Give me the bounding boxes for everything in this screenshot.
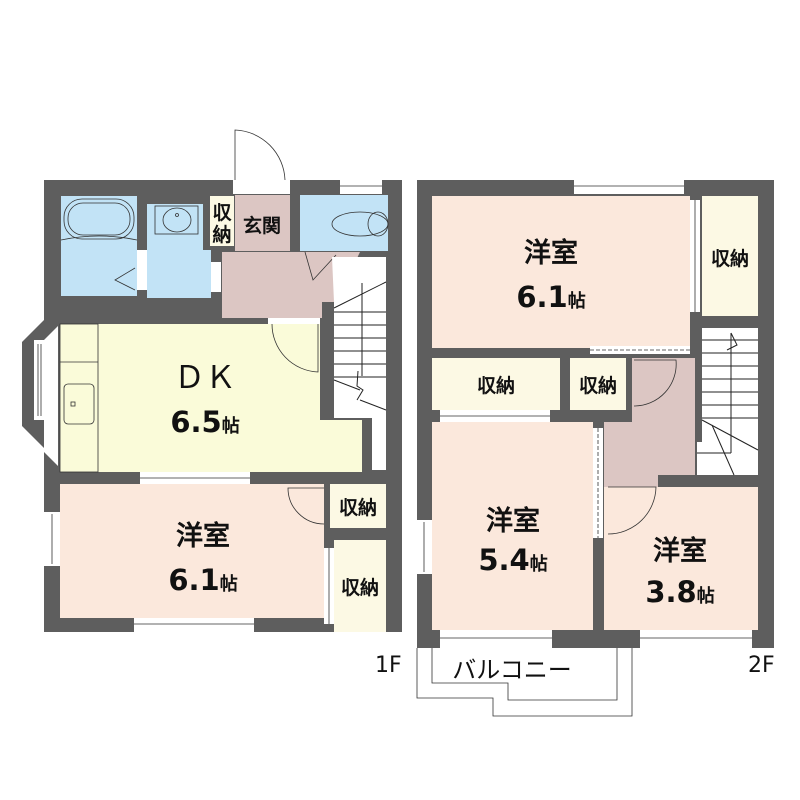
dk-door[interactable]	[271, 323, 319, 373]
hall	[222, 252, 360, 318]
stairs-2f[interactable]	[697, 328, 758, 475]
entrance-storage-label-2: 納	[212, 223, 231, 246]
western-room-1f	[60, 484, 324, 618]
bathtub-icon	[63, 198, 135, 240]
western-room-2f-se	[604, 487, 758, 630]
western-2f-north-label: 洋室	[524, 237, 578, 269]
stairs-lines	[333, 281, 387, 411]
entrance	[235, 195, 290, 251]
hall-2f	[604, 358, 695, 487]
western-2f-north-area: 6.1帖	[516, 280, 585, 314]
door-arrow-icon	[114, 267, 136, 291]
entrance-door[interactable]	[234, 129, 286, 181]
entrance-storage	[210, 196, 234, 246]
floor2-label: 2F	[748, 653, 775, 678]
stairs-2f-lines	[697, 332, 759, 476]
dining-kitchen	[60, 324, 362, 472]
dk-label: ＤＫ	[174, 360, 236, 396]
entrance-label: 玄関	[243, 214, 281, 237]
storage-2f-ne	[702, 196, 758, 316]
dk-area: 6.5帖	[170, 405, 239, 439]
storage-1f-lower	[334, 540, 386, 632]
storage-1f-upper	[330, 484, 386, 528]
western-room-2f-north	[432, 196, 690, 348]
toilet-room	[300, 195, 388, 251]
western-2f-se-label: 洋室	[653, 535, 707, 567]
floor1-label: 1F	[375, 653, 402, 678]
western-2f-sw-area: 5.4帖	[478, 543, 547, 577]
balcony-label: バルコニー	[452, 656, 572, 684]
western-2f-sw-window[interactable]	[440, 630, 552, 648]
western-2f-sw-label: 洋室	[486, 505, 540, 537]
washroom	[147, 204, 211, 298]
western-2f-sw-side-window[interactable]	[417, 520, 432, 574]
storage-2f-mid-left-label: 収納	[477, 374, 515, 397]
storage-2f-mid-right-door[interactable]	[633, 359, 677, 407]
western-1f-door[interactable]	[287, 487, 325, 525]
sink-icon	[162, 207, 192, 233]
western-1f-area: 6.1帖	[168, 563, 237, 597]
bath-door[interactable]	[137, 250, 147, 290]
western-2f-se-window[interactable]	[640, 630, 752, 648]
western-2f-se-area: 3.8帖	[645, 575, 714, 609]
floor-1: 収 納 玄関	[22, 129, 402, 678]
kitchen-counter	[59, 323, 99, 473]
bath-room	[61, 196, 137, 296]
floor-2: 洋室 6.1帖 収納	[416, 180, 775, 717]
storage-2f-mid-right	[570, 358, 626, 410]
storage-2f-mid-right-label: 収納	[579, 374, 617, 397]
storage-1f-upper-label: 収納	[339, 496, 377, 519]
kitchen-sink-icon	[63, 383, 95, 425]
storage-1f-lower-label: 収納	[341, 576, 379, 599]
western-room-2f-sw	[432, 422, 593, 630]
western-1f-window[interactable]	[134, 618, 254, 632]
balcony	[416, 648, 633, 717]
western-2f-se-door[interactable]	[607, 486, 657, 535]
toilet-door[interactable]	[304, 251, 337, 281]
storage-2f-mid-left	[432, 358, 560, 410]
storage-2f-ne-label: 収納	[711, 247, 749, 270]
western-1f-label: 洋室	[176, 520, 230, 552]
dk-window[interactable]	[34, 340, 44, 420]
entrance-storage-label-1: 収	[212, 202, 232, 224]
